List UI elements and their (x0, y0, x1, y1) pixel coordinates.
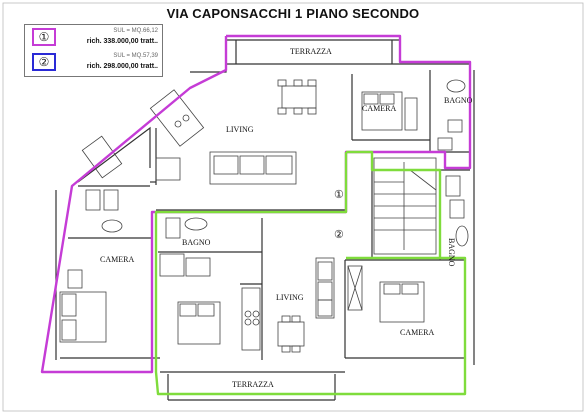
room-label-living-bottom: LIVING (276, 293, 304, 302)
room-label-camera-top: CAMERA (362, 104, 397, 113)
plan-marker-unit-1: ① (334, 188, 344, 201)
room-label-terrazza-top: TERRAZZA (290, 47, 332, 56)
legend-box: ① SUL = MQ.66,12 rich. 338.000,00 tratt.… (24, 24, 163, 77)
legend-row-unit-2: ② SUL = MQ.57,39 rich. 298.000,00 tratt.… (25, 51, 162, 75)
legend-surface-unit-1: SUL = MQ.66,12 (113, 28, 158, 34)
room-label-bagno-top: BAGNO (444, 96, 473, 105)
legend-row-unit-1: ① SUL = MQ.66,12 rich. 338.000,00 tratt.… (25, 26, 162, 50)
furniture (59, 79, 469, 353)
room-label-terrazza-bottom: TERRAZZA (232, 380, 274, 389)
legend-marker-unit-2: ② (32, 53, 56, 71)
room-label-camera-left: CAMERA (100, 255, 135, 264)
legend-price-unit-2: rich. 298.000,00 tratt.. (86, 63, 158, 70)
unit-2-outline (154, 150, 467, 396)
legend-price-unit-1: rich. 338.000,00 tratt.. (86, 38, 158, 45)
room-label-camera-bottom: CAMERA (400, 328, 435, 337)
legend-surface-unit-2: SUL = MQ.57,39 (113, 53, 158, 59)
drawing-title: VIA CAPONSACCHI 1 PIANO SECONDO (166, 6, 420, 21)
legend-marker-unit-1: ① (32, 28, 56, 46)
plan-marker-unit-2: ② (334, 228, 344, 241)
room-label-living-top: LIVING (226, 125, 254, 134)
room-label-bagno-right: BAGNO (447, 238, 456, 267)
room-label-bagno-mid: BAGNO (182, 238, 211, 247)
stair-core (373, 157, 437, 255)
walls (55, 39, 475, 401)
